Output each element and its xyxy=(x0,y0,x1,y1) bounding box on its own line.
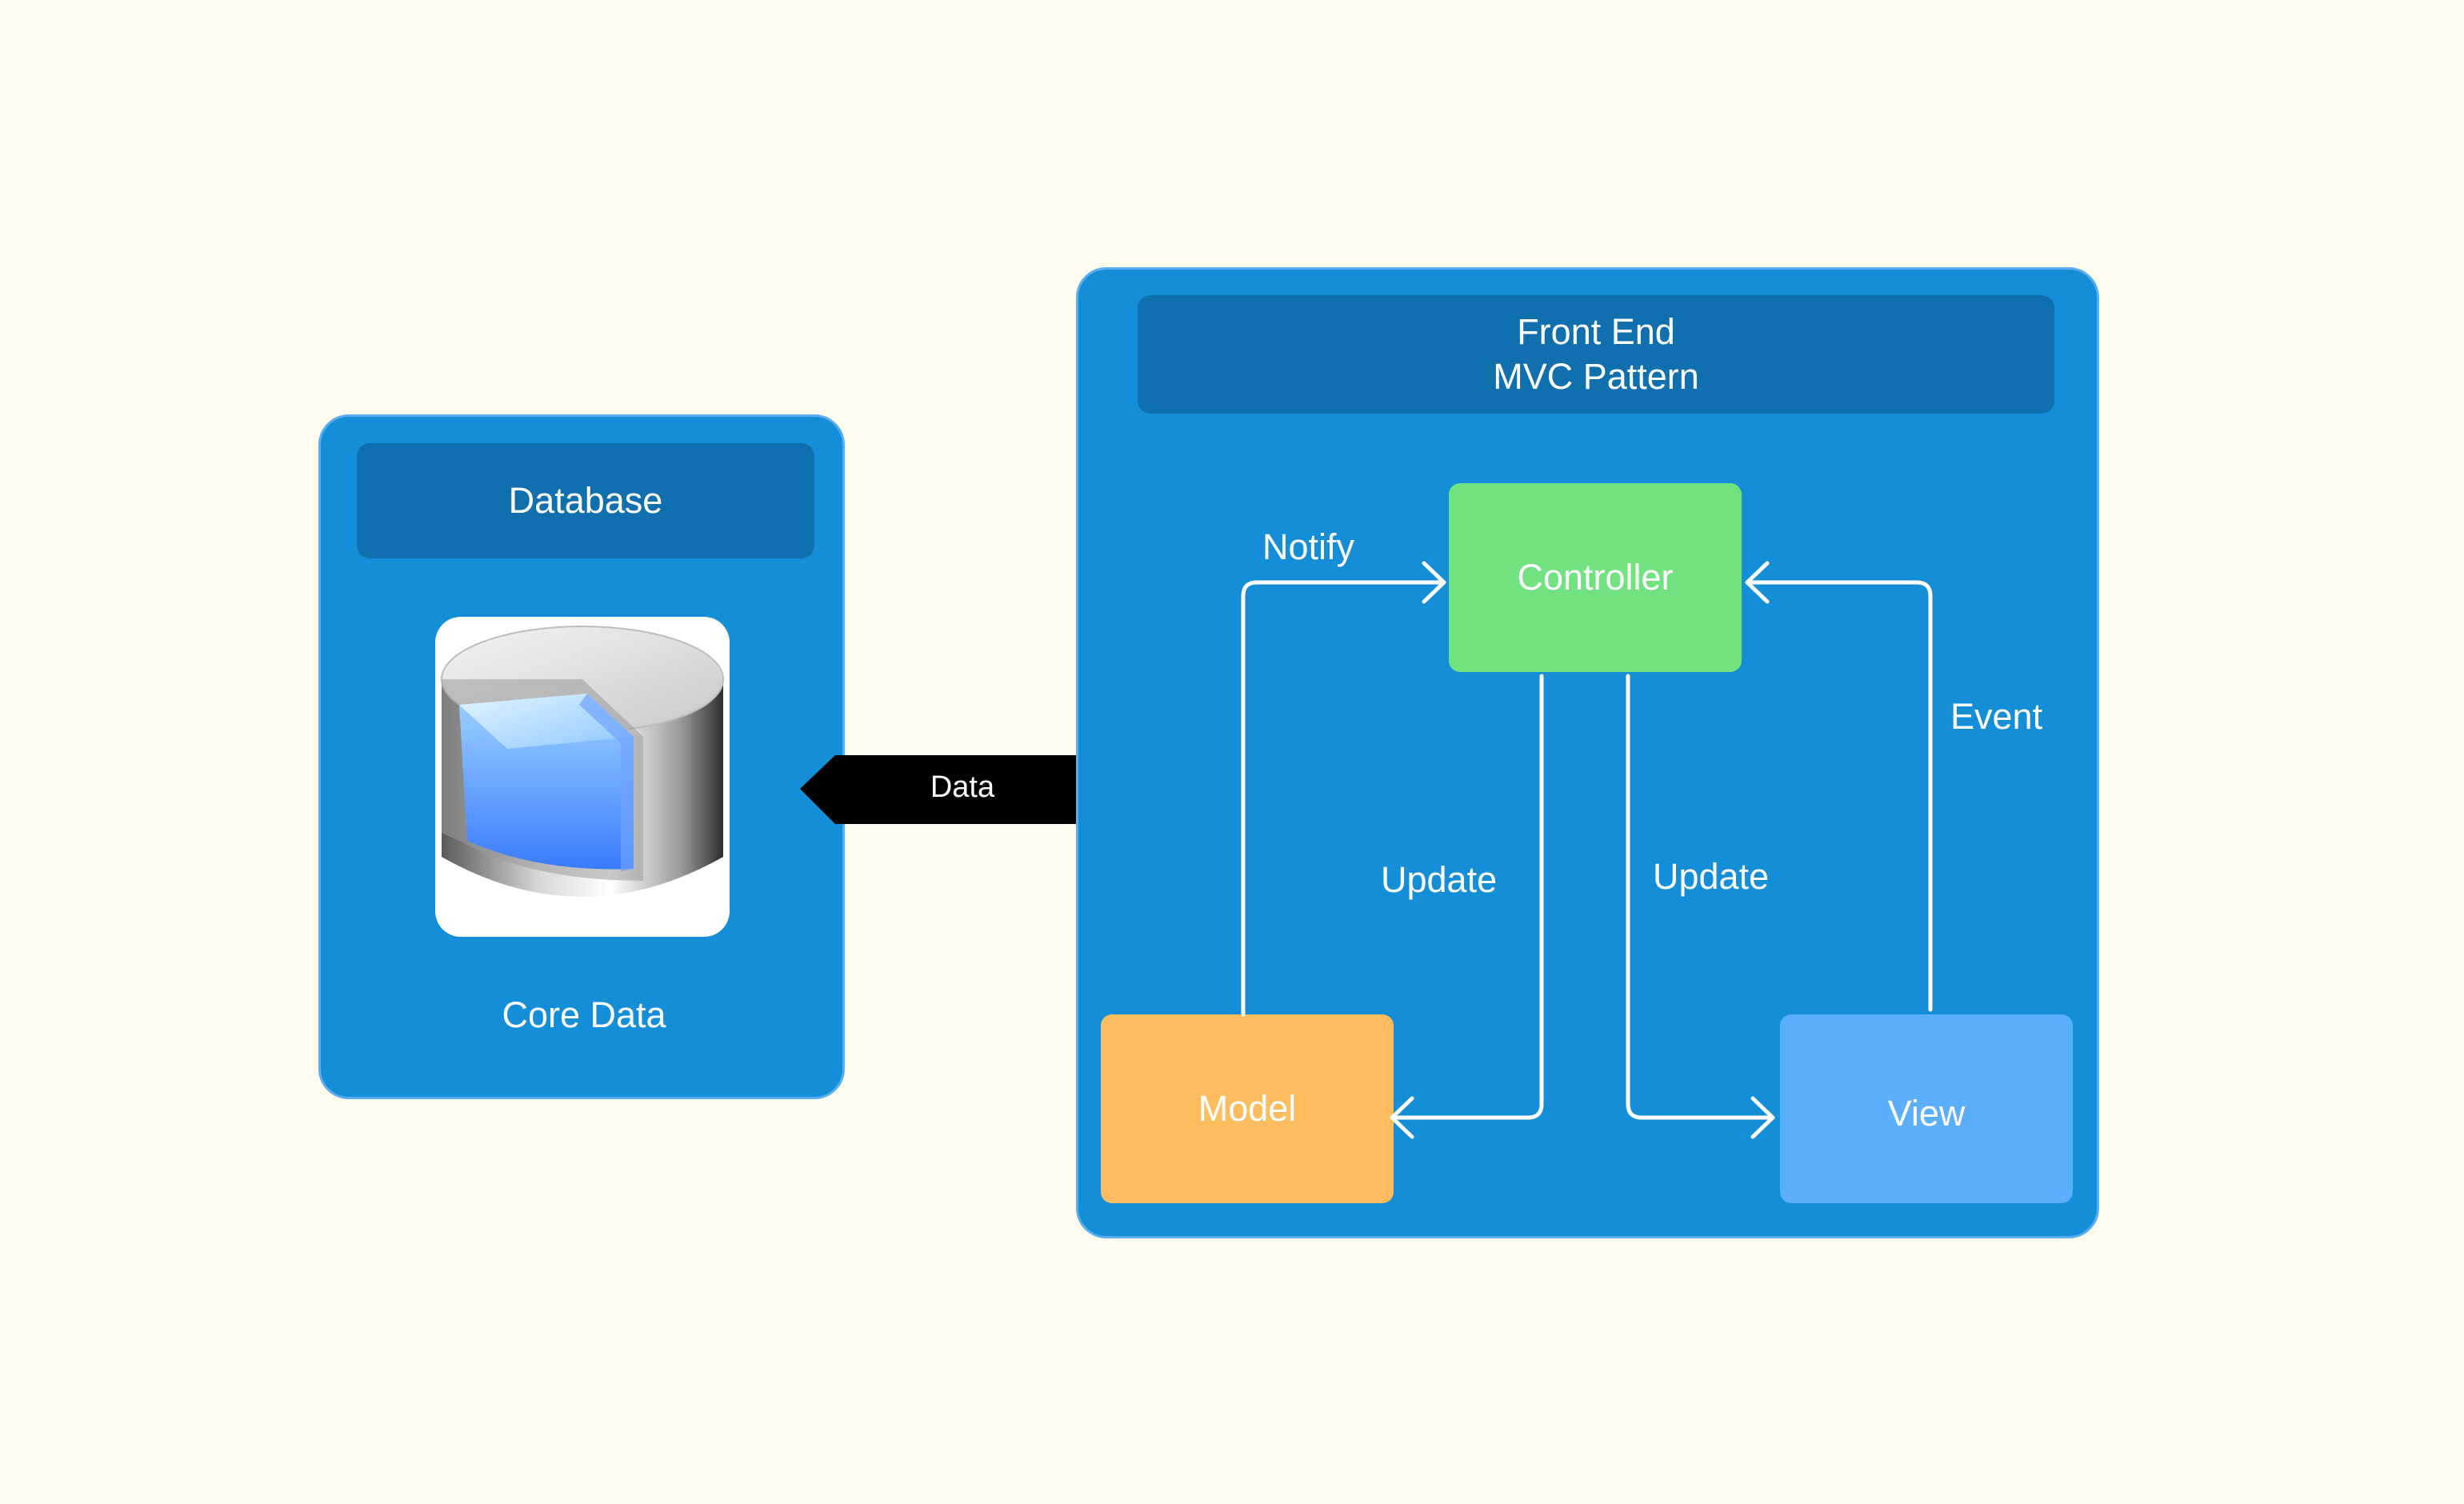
cylinder-graphic xyxy=(441,626,724,897)
data-connector-label: Data xyxy=(930,770,995,804)
core-data-cylinder-icon xyxy=(435,617,730,937)
database-header: Database xyxy=(357,443,814,558)
frontend-title-line2: MVC Pattern xyxy=(1493,356,1699,397)
view-label: View xyxy=(1887,1093,1966,1134)
controller-node: Controller xyxy=(1449,483,1742,672)
core-data-caption: Core Data xyxy=(502,994,666,1035)
event-label: Event xyxy=(1950,696,2043,737)
event-arrow xyxy=(1745,580,1933,1012)
update-model-arrow xyxy=(1390,674,1544,1120)
database-header-label: Database xyxy=(508,480,663,521)
update-right-label: Update xyxy=(1653,856,1770,897)
notify-arrow xyxy=(1241,580,1446,1017)
update-view-arrow xyxy=(1626,674,1775,1120)
controller-label: Controller xyxy=(1517,557,1674,598)
model-node: Model xyxy=(1101,1014,1394,1203)
database-panel: Database xyxy=(318,414,845,1099)
model-label: Model xyxy=(1198,1088,1297,1129)
frontend-title-line1: Front End xyxy=(1517,311,1675,352)
view-node: View xyxy=(1780,1014,2073,1203)
update-left-label: Update xyxy=(1381,859,1498,900)
frontend-header: Front End MVC Pattern xyxy=(1138,295,2054,414)
notify-label: Notify xyxy=(1262,526,1355,567)
